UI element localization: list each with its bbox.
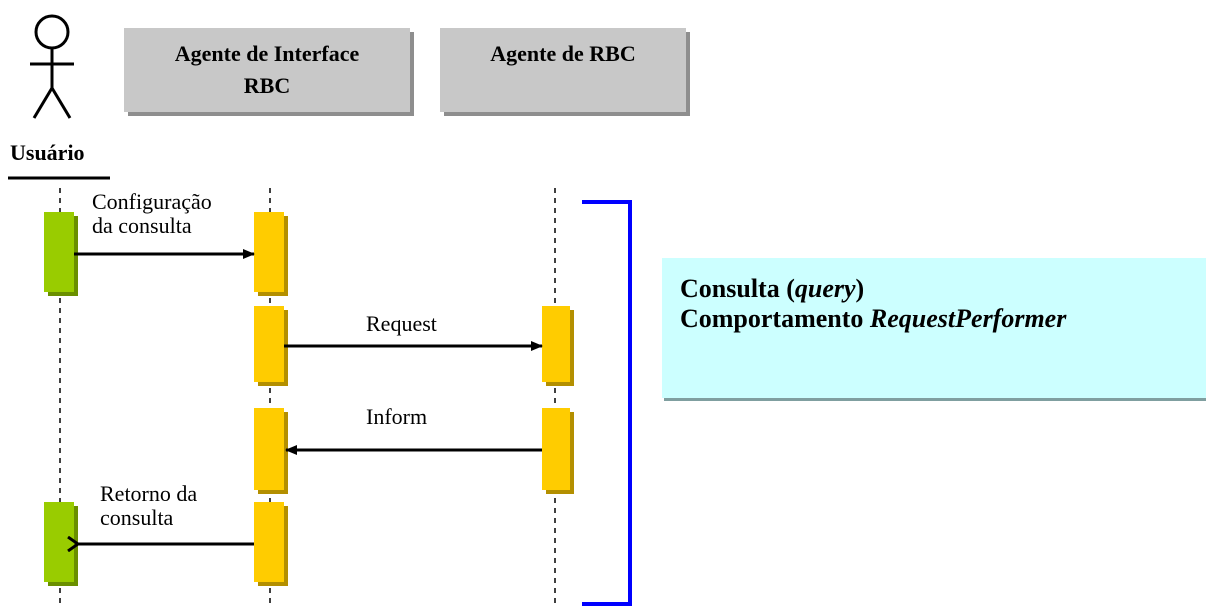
note-line-2: Comportamento RequestPerformer	[680, 304, 1067, 333]
rbc-activation-1	[542, 306, 574, 386]
user-activation-1	[44, 212, 78, 296]
note-line-1: Consulta (query)	[680, 274, 865, 303]
interface-activation-1	[254, 212, 288, 296]
interface-activation-2	[254, 306, 288, 386]
agent-name-rbc: Agente de RBC	[490, 41, 636, 66]
actor-name: Usuário	[10, 140, 85, 165]
query-note: Consulta (query) Comportamento RequestPe…	[662, 258, 1206, 398]
scope-bracket	[582, 200, 632, 606]
agent-box-rbc: Agente de RBC	[440, 28, 686, 112]
agent-name-interface: Agente de Interface RBC	[174, 41, 360, 98]
interface-activation-3	[254, 408, 288, 494]
message-label-request: Request	[366, 311, 437, 336]
interface-activation-4	[254, 502, 288, 586]
message-label-inform: Inform	[366, 404, 428, 429]
user-actor-icon	[30, 14, 74, 119]
message-label-configuracao: Configuração da consulta	[92, 189, 212, 238]
message-label-retorno: Retorno da consulta	[100, 481, 198, 530]
rbc-activation-2	[542, 408, 574, 494]
agent-box-interface: Agente de Interface RBC	[124, 28, 410, 112]
user-activation-2	[44, 502, 78, 586]
